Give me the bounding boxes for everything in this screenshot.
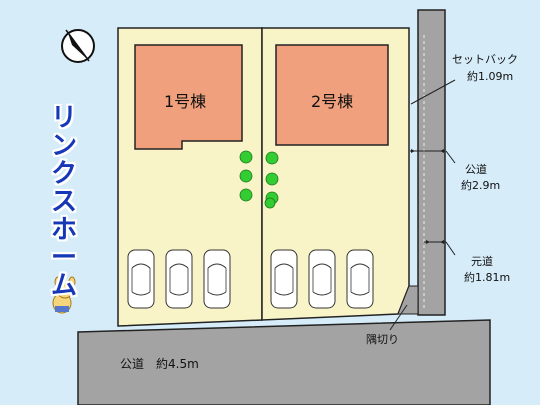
brand-char: ー (50, 243, 77, 273)
building-1-label: 1号棟 (164, 92, 207, 111)
brand-char: リ (50, 103, 77, 133)
car-icon (203, 249, 231, 309)
car-icon (270, 249, 298, 309)
brand-char: ク (50, 159, 77, 189)
car-icon (165, 249, 193, 309)
setback-value: 約1.09m (467, 70, 514, 83)
arrow-marks (411, 149, 444, 244)
bottom-road-label: 公道 約4.5m (120, 357, 199, 371)
car-icon (346, 249, 374, 309)
tree-icon (239, 169, 253, 183)
bottom-road (77, 319, 491, 405)
tree-icon (265, 151, 279, 165)
right-road (417, 9, 446, 316)
trees-lot-2 (264, 151, 279, 209)
building-2-label: 2号棟 (311, 92, 354, 111)
right-road-value: 約2.9m (461, 179, 501, 192)
corner-cut-area (397, 285, 419, 315)
brand-char: ム (50, 271, 77, 301)
tree-icon (264, 197, 276, 209)
right-road-label: 公道 (465, 163, 487, 176)
car-icon (308, 249, 336, 309)
building-2 (275, 44, 389, 146)
building-1 (134, 44, 243, 150)
brand-logo: リンクスホーム (49, 104, 79, 300)
mascot-icon (52, 276, 76, 314)
original-road-label: 元道 (471, 255, 493, 268)
parking-spaces (127, 249, 374, 309)
brand-char: ホ (50, 215, 77, 245)
tree-icon (265, 172, 279, 186)
corner-cut-label: 隅切り (366, 333, 399, 346)
compass-icon (61, 29, 95, 63)
car-icon (127, 249, 155, 309)
brand-char: ス (50, 187, 77, 217)
original-road-value: 約1.81m (464, 271, 511, 284)
tree-icon (239, 188, 253, 202)
trees-lot-1 (239, 150, 253, 202)
tree-icon (239, 150, 253, 164)
setback-label: セットバック (452, 53, 518, 66)
brand-char: ン (50, 131, 77, 161)
